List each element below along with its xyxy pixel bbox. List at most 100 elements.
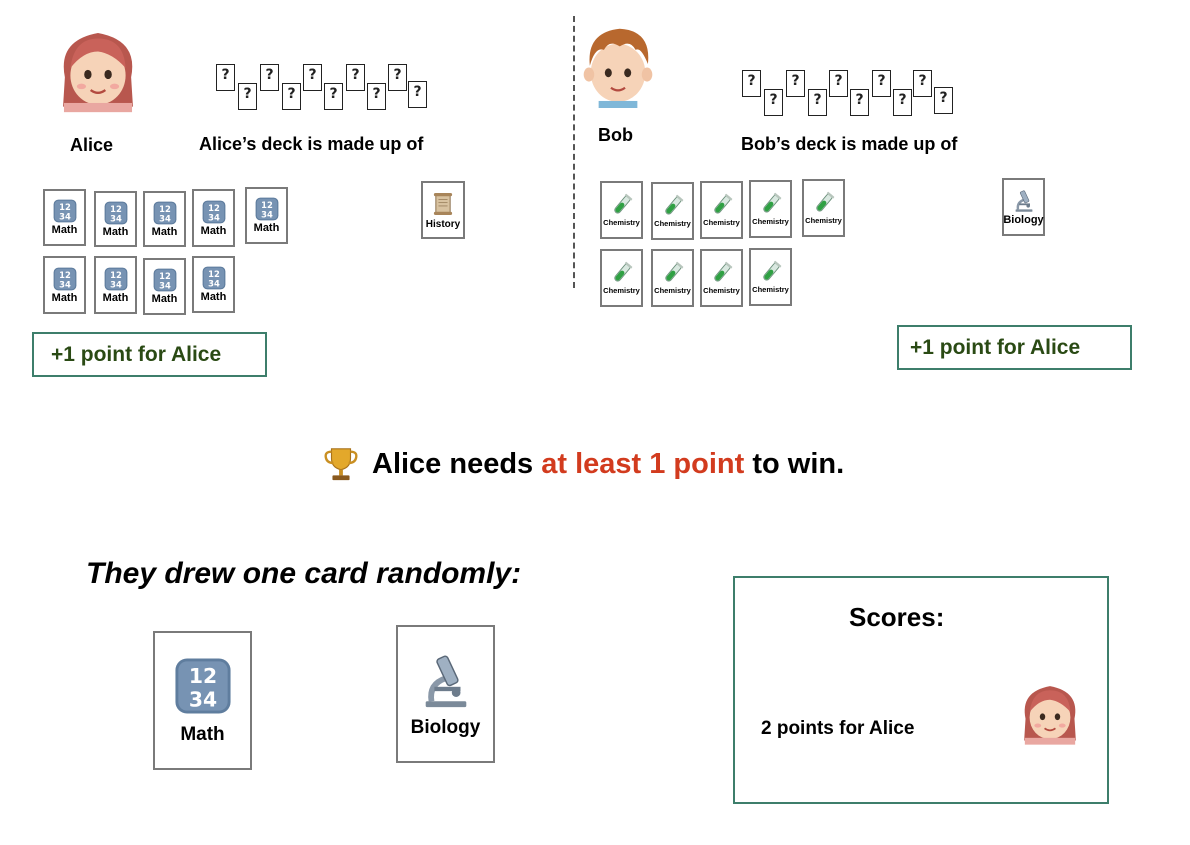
math-icon: [53, 267, 77, 291]
section-divider: [573, 16, 575, 288]
alice-point-text: +1 point for Alice: [51, 342, 222, 366]
alice-card-math: Math: [94, 256, 137, 314]
bob-card-chemistry: Chemistry: [600, 249, 643, 307]
card-label: Chemistry: [703, 218, 740, 228]
bob-card-chemistry: Chemistry: [700, 181, 743, 239]
hidden-card: ?: [850, 89, 869, 116]
test-tube-icon: [610, 261, 634, 285]
card-label: Chemistry: [752, 217, 789, 227]
test-tube-icon: [710, 193, 734, 217]
hidden-card: ?: [408, 81, 427, 108]
test-tube-icon: [710, 261, 734, 285]
test-tube-icon: [610, 193, 634, 217]
bob-card-chemistry: Chemistry: [600, 181, 643, 239]
card-label: History: [425, 218, 461, 230]
card-label: Chemistry: [603, 218, 640, 228]
hidden-card: ?: [934, 87, 953, 114]
hidden-card: ?: [260, 64, 279, 91]
hidden-card: ?: [324, 83, 343, 110]
goal-line: Alice needs at least 1 point to win.: [322, 443, 844, 485]
card-label: Biology: [1003, 213, 1044, 226]
bob-card-chemistry: Chemistry: [749, 248, 792, 306]
alice-card-math: Math: [192, 189, 235, 247]
card-label: Math: [102, 225, 129, 238]
card-label: Biology: [410, 716, 481, 738]
bob-card-chemistry: Chemistry: [651, 182, 694, 240]
alice-card-math: Math: [94, 191, 137, 247]
alice-avatar-icon: [1015, 678, 1085, 746]
bob-name: Bob: [598, 125, 633, 145]
card-label: Math: [151, 225, 178, 238]
microscope-icon: [1012, 189, 1036, 213]
alice-deck-label: Alice’s deck is made up of: [199, 134, 424, 154]
bob-card-chemistry: Chemistry: [700, 249, 743, 307]
math-icon: [174, 657, 232, 715]
alice-name: Alice: [70, 135, 114, 155]
test-tube-icon: [759, 260, 783, 284]
alice-card-math: Math: [43, 189, 86, 246]
trophy-icon: [322, 445, 360, 483]
card-label: Math: [51, 291, 78, 304]
hidden-card: ?: [786, 70, 805, 97]
card-label: Math: [102, 291, 129, 304]
alice-point-box: +1 point for Alice: [32, 332, 267, 377]
math-icon: [104, 201, 128, 225]
hidden-card: ?: [808, 89, 827, 116]
bob-point-box: +1 point for Alice: [897, 325, 1132, 370]
test-tube-icon: [812, 191, 836, 215]
hidden-card: ?: [303, 64, 322, 91]
hidden-card: ?: [764, 89, 783, 116]
hidden-card: ?: [742, 70, 761, 97]
hidden-card: ?: [893, 89, 912, 116]
alice-card-math: Math: [245, 187, 288, 244]
card-label: Chemistry: [703, 286, 740, 296]
card-label: Math: [151, 293, 178, 305]
hidden-card: ?: [829, 70, 848, 97]
hidden-card: ?: [388, 64, 407, 91]
bob-avatar-icon: [574, 18, 662, 110]
hidden-card: ?: [367, 83, 386, 110]
math-icon: [153, 268, 177, 292]
math-icon: [153, 201, 177, 225]
math-icon: [104, 267, 128, 291]
goal-suffix: to win.: [744, 447, 845, 480]
card-label: Math: [253, 222, 280, 234]
alice-avatar-icon: [52, 22, 144, 114]
card-label: Chemistry: [654, 219, 691, 229]
bob-point-text: +1 point for Alice: [910, 335, 1081, 359]
card-label: Math: [51, 224, 78, 236]
bob-card-chemistry: Chemistry: [651, 249, 694, 307]
alice-card-math: Math: [143, 191, 186, 247]
alice-card-math: Math: [192, 256, 235, 313]
card-label: Chemistry: [654, 286, 691, 296]
drawn-card-bob: Biology: [396, 625, 495, 763]
scores-title: Scores:: [849, 602, 945, 632]
bob-card-chemistry: Chemistry: [749, 180, 792, 238]
alice-card-math: Math: [143, 258, 186, 315]
hidden-card: ?: [913, 70, 932, 97]
scores-text: 2 points for Alice: [761, 718, 915, 739]
math-icon: [255, 197, 279, 221]
hidden-card: ?: [282, 83, 301, 110]
test-tube-icon: [661, 261, 685, 285]
scores-box: Scores: 2 points for Alice: [733, 576, 1109, 804]
card-label: Chemistry: [752, 285, 789, 295]
hidden-card: ?: [238, 83, 257, 110]
math-icon: [202, 266, 226, 290]
microscope-icon: [417, 652, 475, 710]
math-icon: [53, 199, 77, 223]
card-label: Math: [200, 291, 227, 303]
card-label: Math: [200, 224, 227, 237]
draw-heading: They drew one card randomly:: [86, 557, 522, 590]
alice-card-math: Math: [43, 256, 86, 314]
scroll-icon: [430, 191, 456, 217]
alice-card-history: History: [421, 181, 465, 239]
drawn-card-alice: Math: [153, 631, 252, 770]
hidden-card: ?: [216, 64, 235, 91]
test-tube-icon: [759, 192, 783, 216]
bob-card-biology: Biology: [1002, 178, 1045, 236]
math-icon: [202, 200, 226, 224]
hidden-card: ?: [872, 70, 891, 97]
goal-prefix: Alice needs: [372, 447, 542, 480]
test-tube-icon: [661, 194, 685, 218]
